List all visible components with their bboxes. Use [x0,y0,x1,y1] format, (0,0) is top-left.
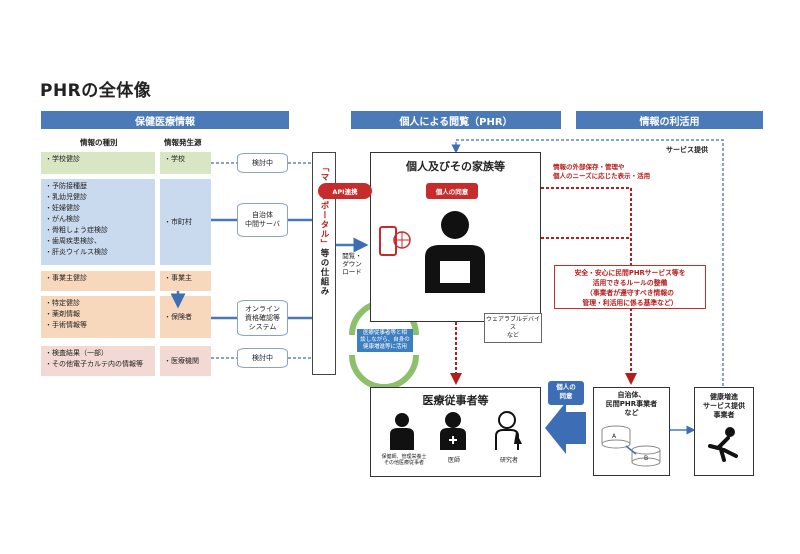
doctor-icon [440,412,466,450]
row-insurer-source: ・保険者 [160,296,211,338]
database-icon [601,425,661,467]
mynaportal-suffix: 等の仕組み [319,248,329,297]
row-school-source: ・学校 [160,152,211,174]
page-title: PHRの全体像 [40,81,152,101]
mynaportal-label: 「マイナポータル」 [319,163,329,249]
rules-box: 安全・安心に民間PHRサービス等を 活用できるルールの整備 （事業者が遵守すべき… [554,265,706,309]
row-employer-items: ・事業主健診 [41,271,155,291]
row-municipal-items: ・予防接種歴 ・乳幼児健診 ・妊婦健診 ・がん検診 ・骨粗しょう症検診 ・歯周疾… [41,179,155,265]
consent-tag-2: 個人の 同意 [548,381,584,405]
researcher-icon [495,411,522,450]
info-item: ・手術情報等 [45,321,87,329]
row-insurer-items: ・特定健診 ・薬剤情報 ・手術情報等 [41,296,155,338]
label-a: A [612,433,617,440]
label-b: B [644,455,649,462]
row-municipal-source: ・市町村 [160,179,211,265]
row-employer-source: ・事業主 [160,271,211,291]
person-family-title: 個人及びその家族等 [406,160,505,173]
info-item: ・事業主健診 [45,274,87,282]
service-provision-label: サービス提供 [666,146,708,154]
operator-title: 自治体、 民間PHR事業者 など [605,391,658,417]
info-item: ・歯周疾患検診、 [45,237,101,245]
view-download-label: 閲覧・ダウンロード [342,252,362,276]
role-researcher: 研究者 [499,457,518,464]
exercise-icon [708,427,738,462]
info-item: ・乳幼児健診 [45,193,87,201]
subhead-type: 情報の種別 [80,138,118,147]
cylinder-municipal-server: 自治体 中間サーバ [237,203,288,237]
info-item: ・肝炎ウイルス検診 [45,248,108,256]
info-item: ・特定健診 [45,299,80,307]
cycle-text: 医療従事者等と相 談しながら、自身の 健康増進等に活用 [357,329,413,352]
row-school-items: ・学校健診 [41,152,155,174]
info-item: ・予防接種歴 [45,182,87,190]
row-hospital-source: ・医療機関 [160,346,211,376]
wearable-device-box: ウェアラブルデバイス など [484,313,542,343]
person-icon [425,211,485,293]
role-nurse: 保健師、管理栄養士 その他医療従事者 [381,454,427,466]
medical-staff-title: 医療従事者等 [422,394,489,407]
info-item: ・検査結果（一部） [45,349,108,357]
subhead-source: 情報発生源 [164,138,202,147]
cylinder-school: 検討中 [237,153,288,173]
health-service-title: 健康増進 サービス提供 事業者 [703,393,745,419]
external-storage-text: 情報の外部保存・管理や 個人のニーズに応じた表示・活用 [553,163,651,180]
info-item: ・妊婦健診 [45,204,80,212]
band-health-info: 保健医療情報 [41,111,289,129]
consent-tag: 個人の同意 [426,183,478,199]
nurse-icon [390,413,414,450]
info-item: ・薬剤情報 [45,310,80,318]
smartphone-icon [379,226,411,256]
consent-arrow [545,402,586,454]
row-hospital-items: ・検査結果（一部） ・その他電子カルテ内の情報等 [41,346,155,376]
role-doctor: 医師 [447,457,460,464]
api-link-pill: API連携 [318,183,372,199]
info-item: ・その他電子カルテ内の情報等 [45,360,143,368]
cylinder-hospital: 検討中 [237,348,288,368]
info-item: ・がん検診 [45,215,80,223]
cylinder-online-qualification: オンライン 資格確認等 システム [237,300,288,336]
info-item: ・骨粗しょう症検診 [45,226,108,234]
band-personal-view: 個人による閲覧（PHR） [351,111,561,129]
band-info-use: 情報の利活用 [576,111,763,129]
info-item: ・学校健診 [45,155,80,163]
